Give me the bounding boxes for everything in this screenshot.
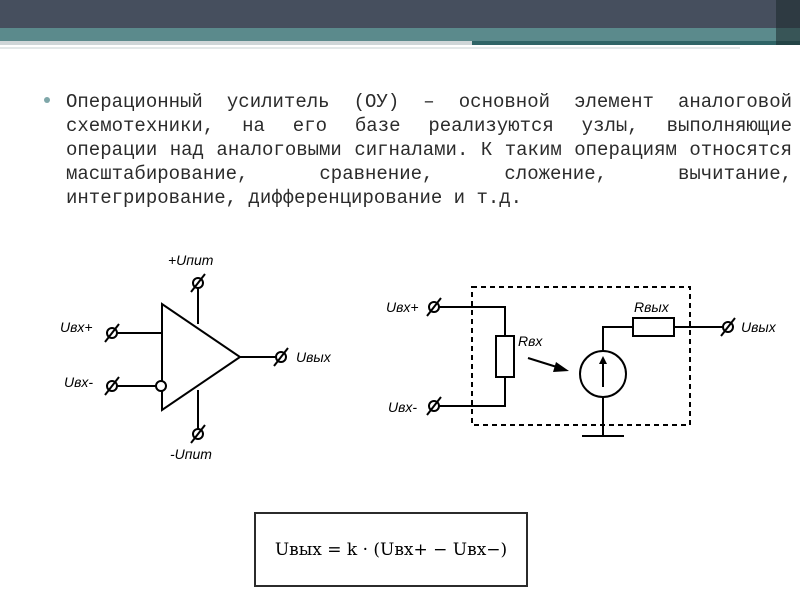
model-output-label: Uвых [741, 319, 777, 335]
opamp-output-label: Uвых [296, 349, 332, 365]
opamp-supply-pos-label: +Uпит [168, 252, 214, 268]
opamp-terminals [104, 273, 289, 444]
opamp-input-neg-label: Uвх- [64, 374, 93, 390]
bullet-icon [44, 97, 50, 103]
inverting-input-circle [155, 380, 167, 392]
model-rin-label: Rвх [518, 333, 543, 349]
model-diagram [434, 306, 728, 437]
header-shadow-edge [776, 0, 800, 45]
header-line-thin [0, 47, 740, 49]
model-terminals [426, 297, 736, 416]
header-line-dark [472, 41, 800, 45]
opamp-diagram [112, 283, 281, 434]
model-input-neg-label: Uвх- [388, 399, 417, 415]
header-bar [0, 0, 800, 28]
model-rout-label: Rвых [634, 299, 670, 315]
input-resistor [495, 335, 515, 378]
model-input-pos-label: Uвх+ [386, 299, 419, 315]
gain-formula: Uвых = k · (Uвх+ − Uвх−) [274, 539, 508, 560]
body-paragraph: Операционный усилитель (ОУ) – основной э… [66, 91, 792, 209]
opamp-triangle [161, 302, 242, 412]
formula-box: Uвых = k · (Uвх+ − Uвх−) [254, 512, 528, 587]
opamp-supply-neg-label: -Uпит [170, 446, 212, 462]
output-resistor [632, 317, 675, 337]
opamp-input-pos-label: Uвх+ [60, 319, 93, 335]
header-accent-bar [0, 28, 800, 41]
model-dashed-boundary [471, 286, 691, 426]
header-line-light [0, 41, 472, 45]
